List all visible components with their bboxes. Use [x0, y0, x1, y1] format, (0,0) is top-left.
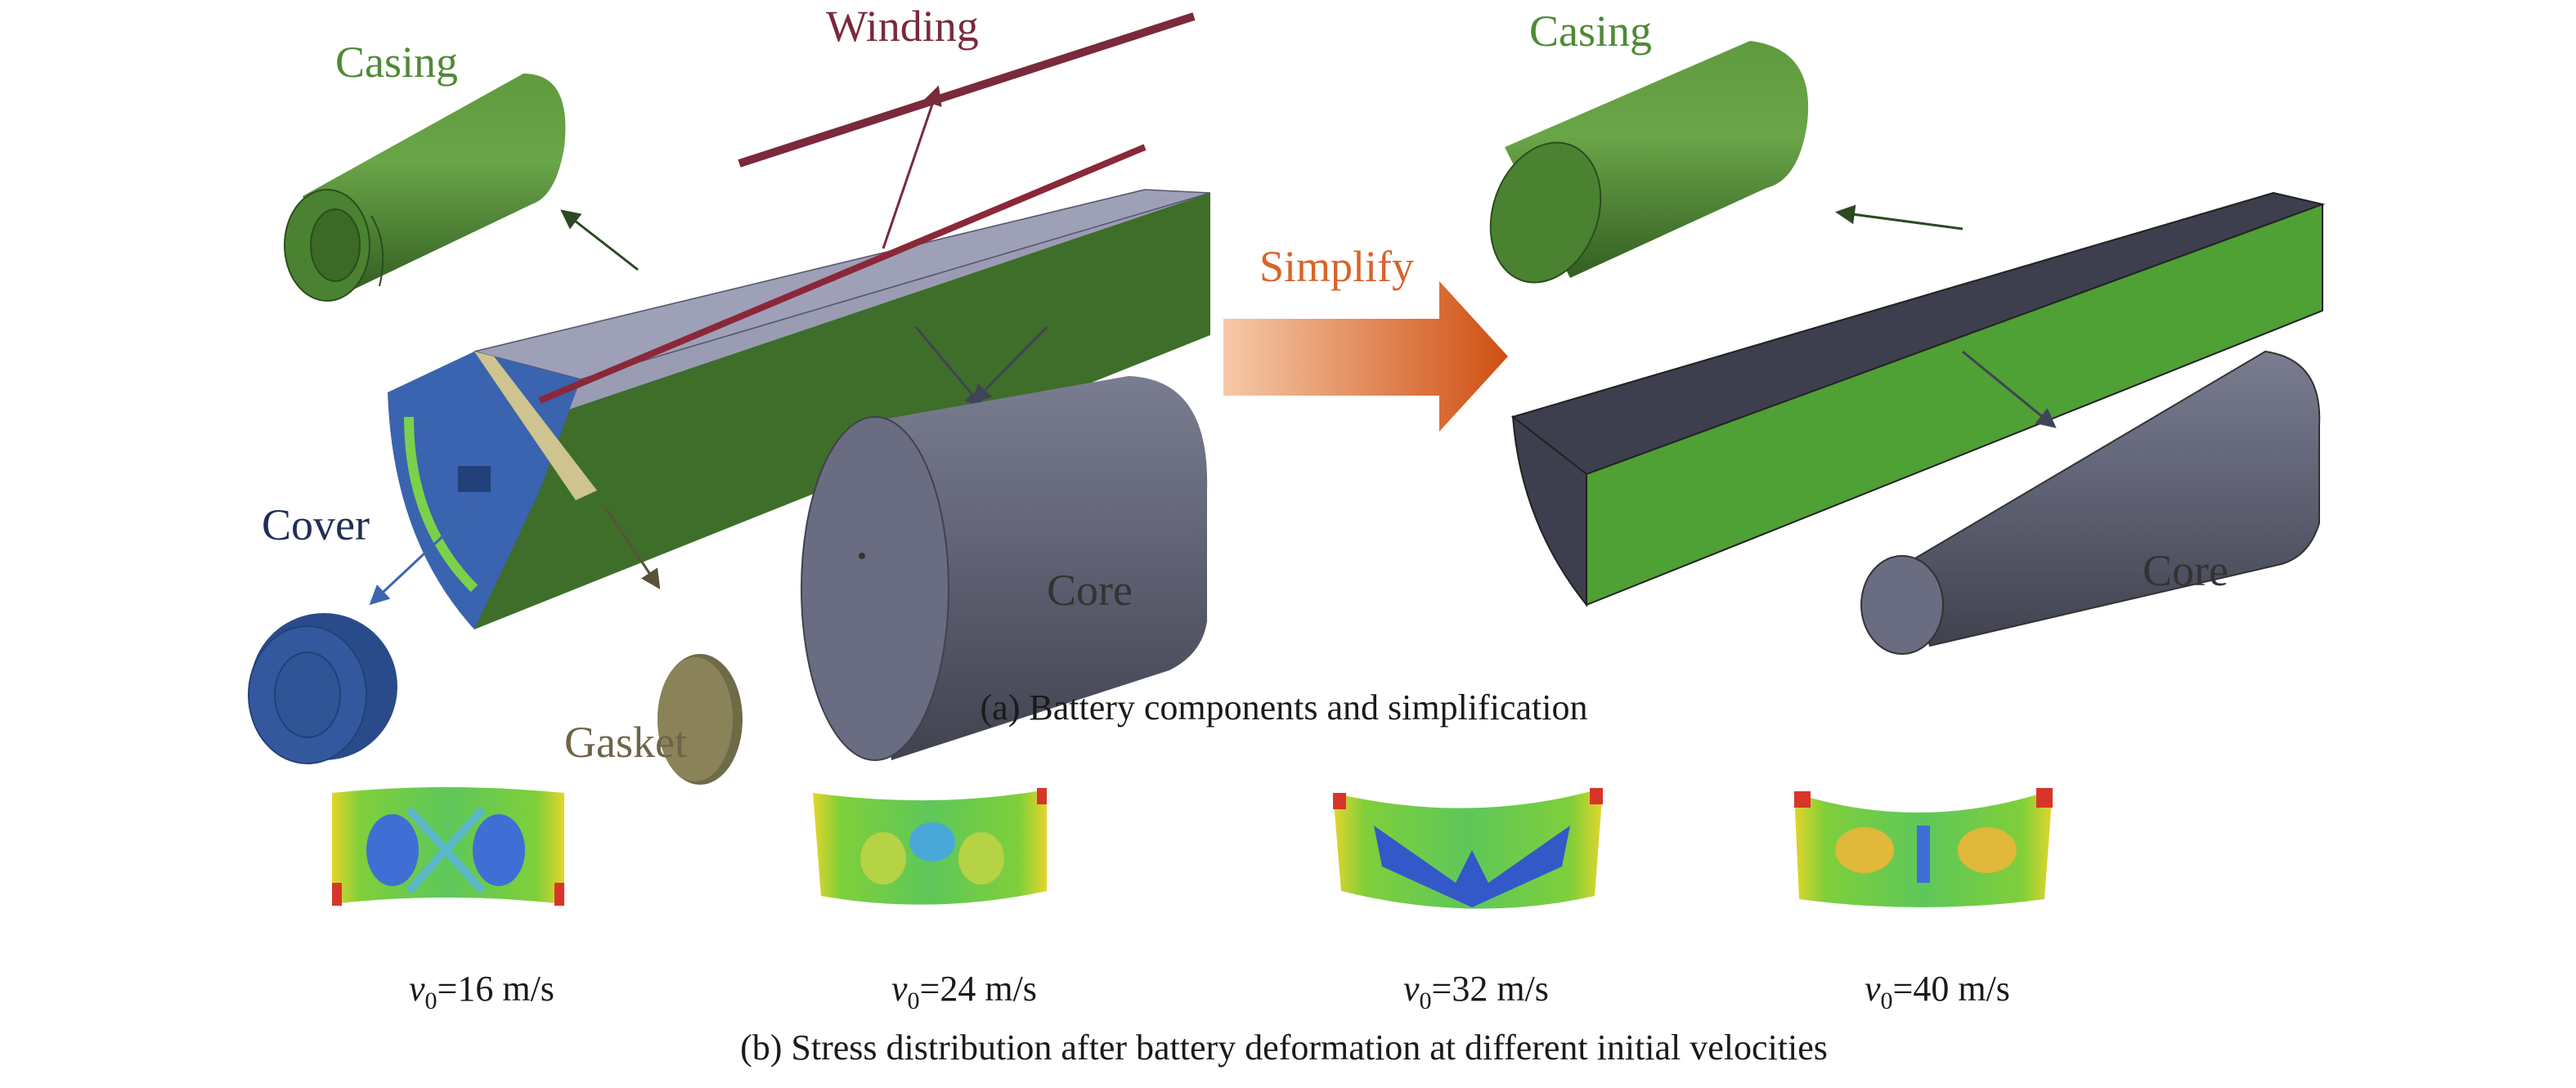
winding-rod	[738, 12, 1196, 168]
cut-battery-assembly	[388, 144, 1211, 629]
simplify-arrow	[1223, 281, 1508, 432]
stress-plot-32	[1333, 788, 1603, 909]
stress-plot-40	[1794, 788, 2053, 907]
velocity-labels: v0=16 m/s v0=24 m/s v0=32 m/s v0=40 m/s	[409, 969, 2010, 1014]
arrows-right	[1835, 204, 2057, 428]
cover-label: Cover	[262, 500, 370, 549]
casing-part-right	[1489, 41, 1809, 284]
velocity-label-24: v0=24 m/s	[891, 969, 1037, 1014]
stress-plot-24	[813, 788, 1047, 905]
core-label-right: Core	[2143, 546, 2228, 595]
caption-b: (b) Stress distribution after battery de…	[740, 1028, 1828, 1068]
winding-label: Winding	[826, 2, 979, 51]
velocity-label-40: v0=40 m/s	[1865, 969, 2010, 1014]
casing-label-right: Casing	[1529, 7, 1652, 56]
gasket-label: Gasket	[564, 718, 687, 767]
caption-a: (a) Battery components and simplificatio…	[981, 687, 1588, 728]
core-part-left	[801, 376, 1208, 761]
simplified-cut-battery	[1510, 191, 2326, 607]
stress-plot-16	[332, 787, 564, 906]
casing-part-left	[284, 74, 566, 302]
arrows-left	[369, 85, 1048, 606]
simplify-label: Simplify	[1259, 242, 1414, 291]
core-part-right	[1860, 350, 2321, 655]
core-label-left: Core	[1047, 566, 1133, 615]
gasket-part	[657, 654, 743, 785]
velocity-label-32: v0=32 m/s	[1403, 969, 1549, 1014]
casing-label-left: Casing	[335, 38, 458, 87]
cover-part	[248, 613, 397, 764]
velocity-label-16: v0=16 m/s	[409, 969, 554, 1014]
